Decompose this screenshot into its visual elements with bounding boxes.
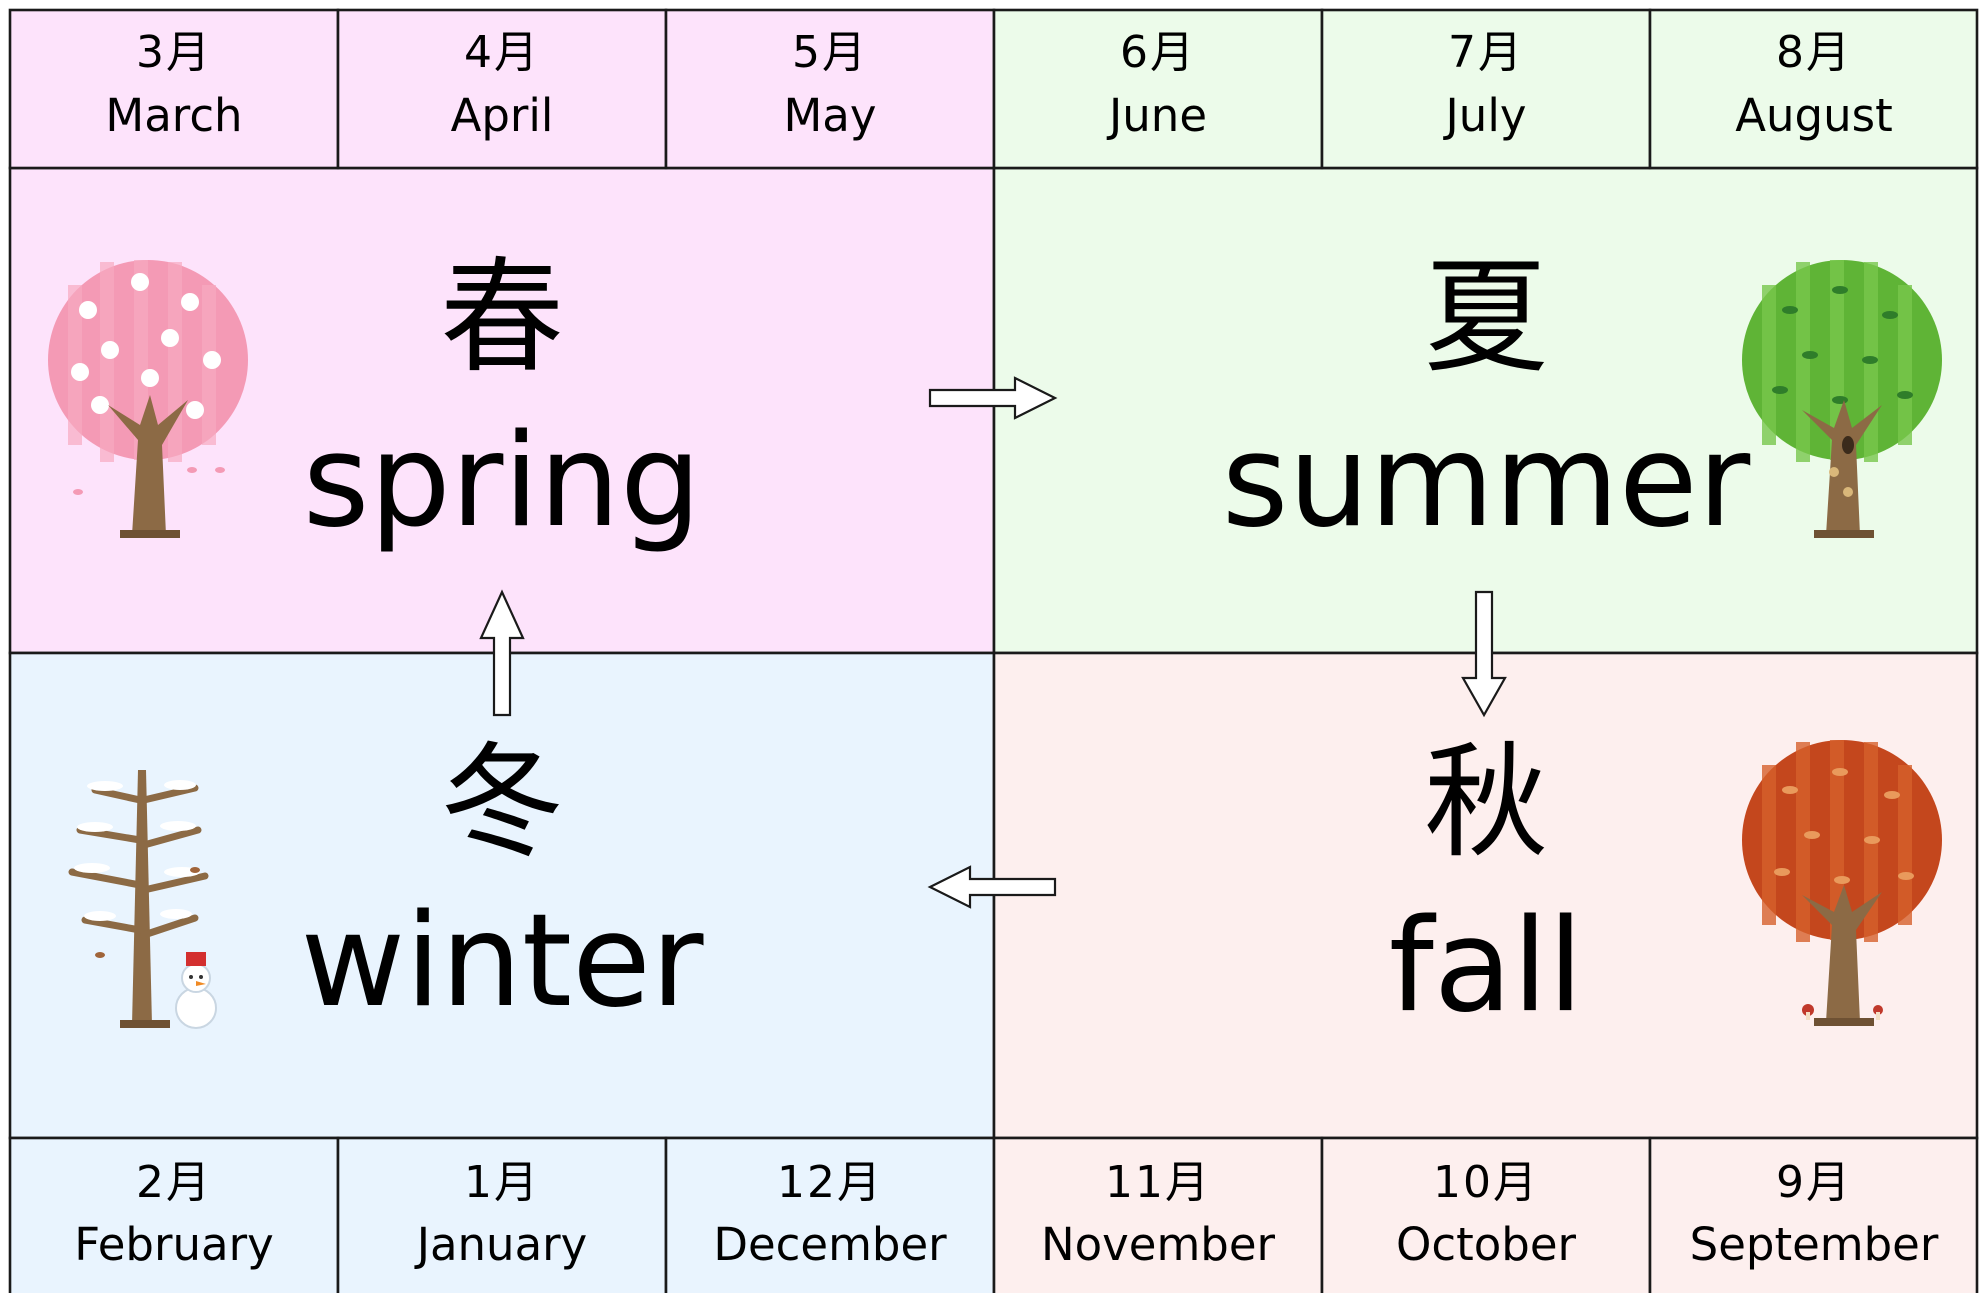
arrow-fall-to-winter-icon — [927, 865, 1057, 909]
month-en-june: June — [1106, 89, 1207, 142]
fall-word: fall — [1389, 892, 1584, 1041]
winter-word: winter — [301, 887, 704, 1036]
month-cell-december — [664, 1136, 996, 1293]
month-jp-october: 10月 — [1433, 1157, 1539, 1208]
fall-kanji: 秋 — [1424, 731, 1548, 875]
winter-tree-icon — [68, 770, 217, 1029]
month-cell-march — [8, 8, 340, 170]
month-en-may: May — [783, 89, 876, 142]
month-cell-april — [336, 8, 668, 170]
month-jp-december: 12月 — [777, 1157, 883, 1208]
snowman-icon — [175, 952, 217, 1029]
month-cell-october — [1320, 1136, 1652, 1293]
month-en-february: February — [74, 1218, 273, 1271]
month-jp-june: 6月 — [1120, 27, 1196, 78]
month-jp-august: 8月 — [1776, 27, 1852, 78]
month-jp-january: 1月 — [464, 1157, 540, 1208]
month-en-april: April — [451, 89, 554, 142]
arrow-spring-to-summer-icon — [928, 376, 1058, 420]
month-en-august: August — [1735, 89, 1892, 142]
summer-kanji: 夏 — [1424, 246, 1548, 390]
month-jp-may: 5月 — [792, 27, 868, 78]
autumn-tree-icon — [1742, 740, 1942, 1026]
month-cell-september — [1648, 1136, 1979, 1293]
month-jp-september: 9月 — [1776, 1157, 1852, 1208]
month-cell-january — [336, 1136, 668, 1293]
month-en-september: September — [1690, 1218, 1939, 1271]
month-cell-august — [1648, 8, 1979, 170]
month-en-november: November — [1041, 1218, 1276, 1271]
green-tree-icon — [1742, 260, 1942, 538]
cherry-blossom-tree-icon — [48, 260, 248, 538]
month-jp-march: 3月 — [136, 27, 212, 78]
winter-kanji: 冬 — [440, 731, 564, 875]
spring-kanji: 春 — [440, 246, 564, 390]
month-en-january: January — [414, 1218, 588, 1271]
month-cell-june — [992, 8, 1324, 170]
month-en-march: March — [105, 89, 242, 142]
summer-word: summer — [1222, 407, 1751, 556]
arrow-summer-to-fall-icon — [1461, 590, 1507, 718]
month-en-december: December — [713, 1218, 947, 1271]
spring-word: spring — [303, 407, 702, 556]
month-jp-july: 7月 — [1448, 27, 1524, 78]
month-en-july: July — [1443, 89, 1527, 142]
arrow-winter-to-spring-icon — [479, 589, 525, 717]
month-cell-july — [1320, 8, 1652, 170]
top-month-row: 3月 March 4月 April 5月 May 6月 June 7月 July… — [8, 8, 1979, 170]
month-jp-november: 11月 — [1105, 1157, 1211, 1208]
month-cell-november — [992, 1136, 1324, 1293]
month-jp-february: 2月 — [136, 1157, 212, 1208]
bottom-month-row: 2月 February 1月 January 12月 December 11月 … — [8, 1136, 1979, 1293]
month-cell-may — [664, 8, 996, 170]
month-en-october: October — [1396, 1218, 1577, 1271]
month-jp-april: 4月 — [464, 27, 540, 78]
